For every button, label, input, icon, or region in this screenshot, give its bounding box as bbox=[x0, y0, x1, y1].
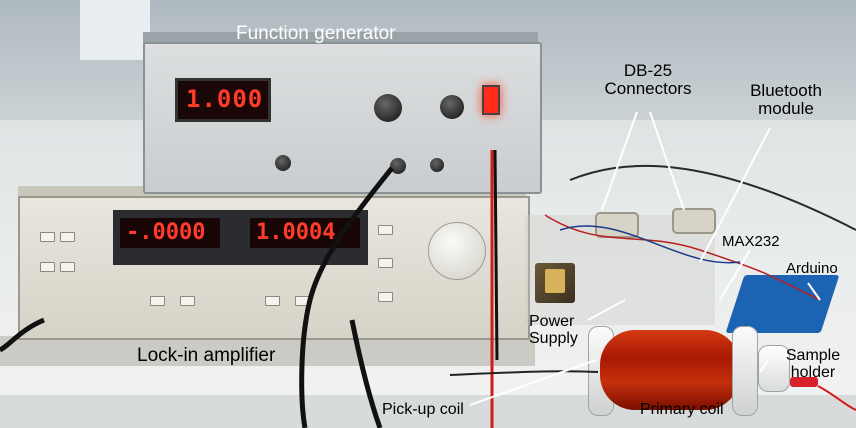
label-bluetooth-line2: module bbox=[758, 98, 814, 118]
bnc-connector bbox=[390, 158, 406, 174]
pointer-line bbox=[601, 111, 638, 211]
pointer-line bbox=[587, 299, 626, 321]
label-sample-holder-line2: holder bbox=[790, 363, 836, 381]
lockin-button bbox=[265, 296, 280, 306]
bnc-connector bbox=[275, 155, 291, 171]
label-sample-holder: Sample holder bbox=[770, 347, 856, 382]
label-max232: MAX232 bbox=[722, 233, 780, 250]
jumper-wire bbox=[559, 225, 741, 264]
black-lead bbox=[493, 149, 499, 361]
bnc-connector bbox=[430, 158, 444, 172]
frequency-knob bbox=[374, 94, 402, 122]
jumper-wire bbox=[544, 214, 821, 301]
db25-connector bbox=[672, 208, 716, 234]
label-db25: DB-25 Connectors bbox=[598, 62, 698, 98]
lockin-display-left: -.0000 bbox=[120, 218, 220, 248]
lockin-readout-left: -.0000 bbox=[126, 220, 206, 245]
window bbox=[80, 0, 150, 60]
label-db25-line2: Connectors bbox=[604, 78, 692, 98]
bnc-cable bbox=[349, 319, 383, 428]
lockin-base bbox=[0, 336, 535, 366]
label-arduino: Arduino bbox=[786, 260, 838, 277]
pointer-line bbox=[699, 127, 771, 263]
pointer-line bbox=[719, 249, 751, 301]
label-power-supply-line1: Power bbox=[529, 313, 575, 330]
lockin-button bbox=[60, 232, 75, 242]
pointer-line bbox=[807, 282, 821, 301]
bnc-cable bbox=[299, 166, 394, 428]
lockin-button bbox=[40, 232, 55, 242]
alligator-clip bbox=[790, 377, 818, 387]
bnc-cable bbox=[0, 317, 45, 353]
lockin-button bbox=[60, 262, 75, 272]
label-function-generator: Function generator bbox=[236, 23, 396, 44]
pointer-line bbox=[759, 359, 769, 373]
transformer bbox=[535, 263, 575, 303]
lockin-button bbox=[378, 292, 393, 302]
function-generator-readout: 1.000 bbox=[186, 85, 264, 113]
label-sample-holder-line1: Sample bbox=[785, 347, 841, 364]
amplitude-knob bbox=[440, 95, 464, 119]
pointer-line bbox=[649, 111, 685, 211]
label-power-supply: Power Supply bbox=[529, 313, 578, 348]
label-bluetooth: Bluetooth module bbox=[736, 82, 836, 118]
power-switch bbox=[482, 85, 500, 115]
label-pickup-coil: Pick-up coil bbox=[382, 401, 464, 418]
label-bluetooth-line1: Bluetooth bbox=[750, 81, 822, 100]
function-generator-display: 1.000 bbox=[175, 78, 271, 122]
pointer-line bbox=[469, 359, 597, 406]
pickup-lead bbox=[449, 370, 599, 376]
lockin-button bbox=[378, 225, 393, 235]
label-lockin-amplifier: Lock-in amplifier bbox=[137, 345, 276, 366]
lockin-button bbox=[180, 296, 195, 306]
label-db25-line1: DB-25 bbox=[623, 61, 673, 80]
cable bbox=[569, 164, 856, 231]
lockin-button bbox=[40, 262, 55, 272]
lockin-knob bbox=[428, 222, 486, 280]
label-power-supply-line2: Supply bbox=[529, 329, 578, 347]
label-primary-coil: Primary coil bbox=[640, 401, 724, 418]
lockin-button bbox=[150, 296, 165, 306]
coil-end-cap bbox=[732, 326, 758, 416]
lockin-button bbox=[378, 258, 393, 268]
red-lead bbox=[817, 385, 856, 411]
lockin-readout-right: 1.0004 bbox=[256, 220, 336, 245]
primary-coil-winding bbox=[600, 330, 740, 410]
